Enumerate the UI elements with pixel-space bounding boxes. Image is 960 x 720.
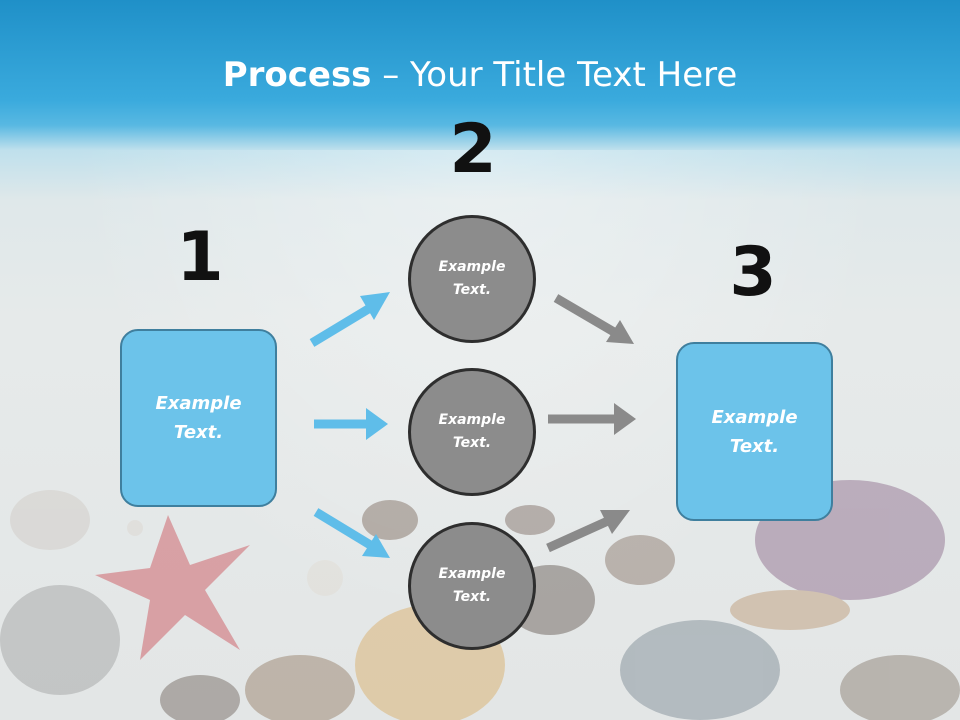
gray-arrow-up: [546, 510, 630, 553]
title-bold: Process: [222, 55, 372, 95]
gray-arrow-down: [553, 294, 634, 344]
step-number-3: 3: [729, 233, 777, 312]
blue-arrow-up: [309, 292, 390, 347]
step-number-2: 2: [449, 110, 497, 189]
blue-arrow-down: [313, 508, 390, 558]
step-2-circle-top: Example Text.: [408, 215, 536, 343]
blue-arrow-right: [314, 408, 388, 440]
gray-arrow-right: [548, 403, 636, 435]
step-2-circle-middle: Example Text.: [408, 368, 536, 496]
step-number-1: 1: [176, 218, 224, 297]
title-rest: – Your Title Text Here: [371, 55, 738, 95]
slide-title: Process – Your Title Text Here: [0, 50, 960, 100]
step-3-box: Example Text.: [676, 342, 833, 521]
step-2-circle-bottom: Example Text.: [408, 522, 536, 650]
step-1-box: Example Text.: [120, 329, 277, 507]
